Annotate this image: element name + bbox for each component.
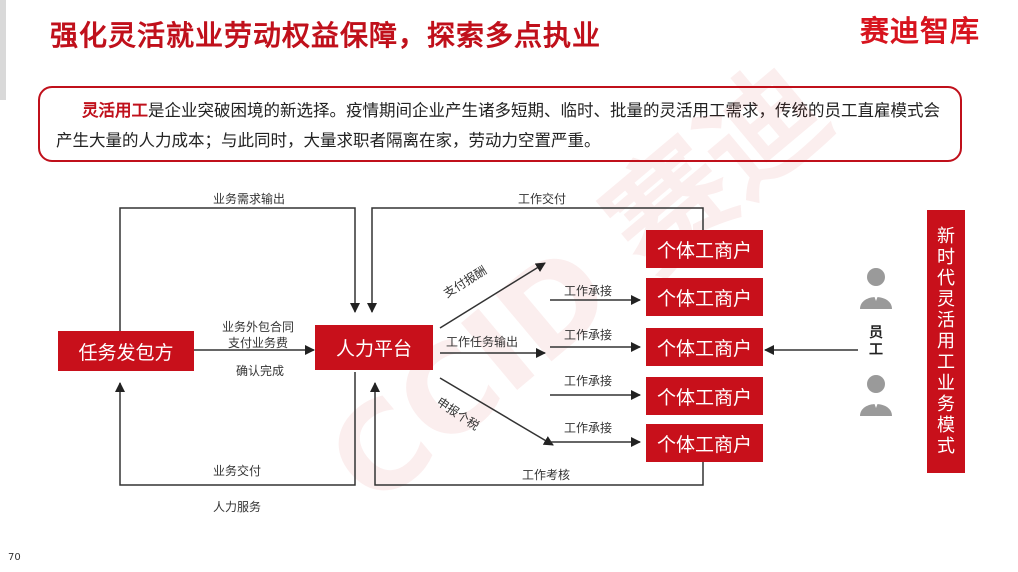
label-outsourcing-contract: 业务外包合同 — [222, 320, 295, 334]
merchant-box-2: 个体工商户 — [646, 278, 763, 316]
platform-box: 人力平台 — [315, 325, 433, 370]
page-number: 70 — [8, 552, 21, 563]
outsourcer-box: 任务发包方 — [58, 331, 194, 371]
label-work-accept-4: 工作承接 — [564, 421, 613, 435]
intro-highlight: 灵活用工 — [82, 101, 148, 120]
side-label: 新时代灵活用工业务模式 — [937, 226, 955, 457]
left-accent-bar — [0, 0, 6, 100]
brand-logo: 赛迪智库 — [860, 14, 981, 48]
merchant-box-1: 个体工商户 — [646, 230, 763, 268]
label-confirm-done: 确认完成 — [236, 364, 285, 378]
work-delivery-top-line — [367, 207, 704, 313]
side-label-box: 新时代灵活用工业务模式 — [927, 210, 965, 473]
work-assess-line — [370, 382, 704, 486]
employee-label: 员工 — [869, 325, 883, 358]
label-task-output: 工作任务输出 — [446, 335, 519, 349]
person-icon — [860, 268, 892, 309]
label-work-accept-1: 工作承接 — [564, 284, 613, 298]
person-icon — [860, 375, 892, 416]
label-work-assess: 工作考核 — [522, 468, 571, 482]
label-work-accept-2: 工作承接 — [564, 328, 613, 342]
business-delivery-line — [115, 372, 356, 486]
merchant-box-5: 个体工商户 — [646, 424, 763, 462]
label-hr-service: 人力服务 — [213, 500, 262, 514]
merchant-box-3: 个体工商户 — [646, 328, 763, 366]
label-demand-output: 业务需求输出 — [213, 192, 286, 206]
label-pay-service-fee: 支付业务费 — [228, 336, 289, 350]
declare-tax-arrow — [439, 377, 554, 446]
intro-text: 是企业突破困境的新选择。疫情期间企业产生诸多短期、临时、批量的灵活用工需求，传统… — [56, 101, 940, 150]
page-title: 强化灵活就业劳动权益保障，探索多点执业 — [50, 19, 602, 52]
merchant-box-4: 个体工商户 — [646, 377, 763, 415]
pay-reward-arrow — [439, 262, 546, 329]
intro-box: 灵活用工是企业突破困境的新选择。疫情期间企业产生诸多短期、临时、批量的灵活用工需… — [38, 86, 962, 162]
demand-output-line — [119, 207, 360, 340]
label-work-accept-3: 工作承接 — [564, 374, 613, 388]
label-business-delivery: 业务交付 — [213, 464, 262, 478]
label-work-delivery-top: 工作交付 — [518, 192, 567, 206]
